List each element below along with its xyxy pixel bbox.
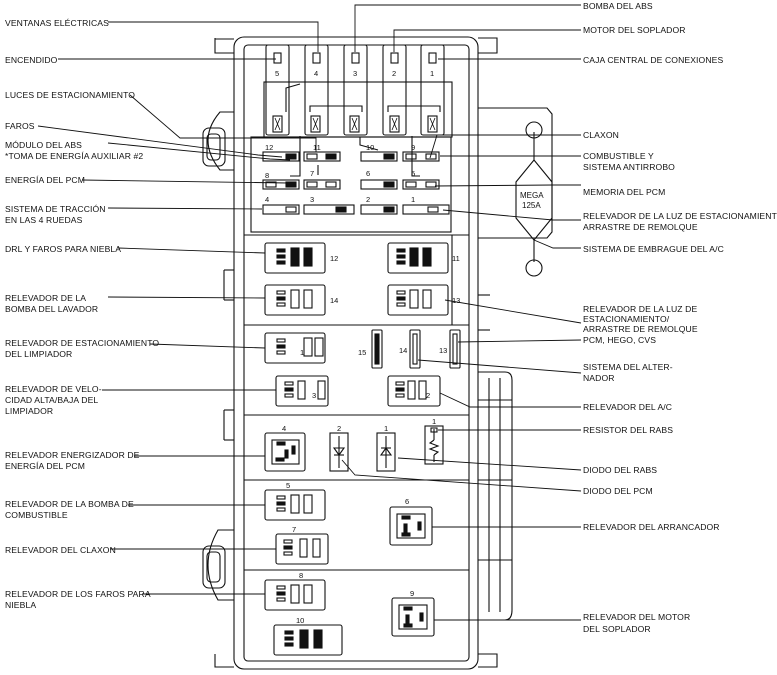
relay-number: 13 xyxy=(452,296,460,305)
relay-number: 3 xyxy=(312,391,316,400)
label-toma-energia: *TOMA DE ENERGÍA AUXILIAR #2 xyxy=(5,151,144,161)
part-number: 14 xyxy=(399,346,407,355)
mini-fuse-number: 7 xyxy=(310,169,314,178)
label-faros: FAROS xyxy=(5,121,35,131)
mini-fuse-number: 6 xyxy=(366,169,370,178)
maxi-fuse-number: 5 xyxy=(275,69,279,78)
mega-fuse-rating: 125A xyxy=(522,201,541,210)
label-faros-niebla: RELEVADOR DE LOS FAROS PARA xyxy=(5,589,151,599)
label-alternador: SISTEMA DEL ALTER- xyxy=(583,362,673,372)
mini-fuse-panel xyxy=(262,137,450,215)
maxi-fuse-number: 1 xyxy=(430,69,434,78)
label-luz-estacionamiento-b-2: ESTACIONAMIENTO/ xyxy=(583,314,670,324)
label-modulo-abs: MÓDULO DEL ABS xyxy=(5,140,83,150)
label-resistor-rabs: RESISTOR DEL RABS xyxy=(583,425,674,435)
maxi-fuse-number: 4 xyxy=(314,69,318,78)
label-velocidad: RELEVADOR DE VELO- xyxy=(5,384,102,394)
label-combustible: COMBUSTIBLE Y xyxy=(583,151,654,161)
relay-number: 1 xyxy=(300,348,304,357)
maxi-fuse-row xyxy=(265,44,445,150)
label-luces-estacionamiento: LUCES DE ESTACIONAMIENTO xyxy=(5,90,136,100)
mini-fuse-number: 3 xyxy=(310,195,314,204)
label-pcm-hego: PCM, HEGO, CVS xyxy=(583,335,657,345)
mini-fuse-number: 12 xyxy=(265,143,273,152)
maxi-fuse-number: 3 xyxy=(353,69,357,78)
label-luz-estacionamiento-a-2: ARRASTRE DE REMOLQUE xyxy=(583,222,698,232)
label-drl: DRL Y FAROS PARA NIEBLA xyxy=(5,244,122,254)
mini-fuse-number: 4 xyxy=(265,195,269,204)
label-est-limpiador-2: DEL LIMPIADOR xyxy=(5,349,73,359)
label-bomba-combustible-2: COMBUSTIBLE xyxy=(5,510,68,520)
label-velocidad-2: CIDAD ALTA/BAJA DEL xyxy=(5,395,99,405)
relay-number: 14 xyxy=(330,296,338,305)
label-bomba-combustible: RELEVADOR DE LA BOMBA DE xyxy=(5,499,134,509)
relay-number: 4 xyxy=(282,424,286,433)
label-memoria-pcm: MEMORIA DEL PCM xyxy=(583,187,666,197)
relay-number: 11 xyxy=(452,254,460,263)
relay-number: 8 xyxy=(299,571,303,580)
label-rel-claxon: RELEVADOR DEL CLAXON xyxy=(5,545,116,555)
label-embrague: SISTEMA DE EMBRAGUE DEL A/C xyxy=(583,244,724,254)
label-ventanas: VENTANAS ELÉCTRICAS xyxy=(5,18,109,28)
label-motor-soplador-rel: RELEVADOR DEL MOTOR xyxy=(583,612,691,622)
relay-number: 2 xyxy=(426,391,430,400)
relay-number: 10 xyxy=(296,616,304,625)
label-energia-pcm: ENERGÍA DEL PCM xyxy=(5,175,85,185)
relay-number: 7 xyxy=(292,525,296,534)
mini-fuse-number: 5 xyxy=(411,169,415,178)
label-antirrobo: SISTEMA ANTIRROBO xyxy=(583,162,675,172)
leader-lines-left xyxy=(37,21,319,595)
relay-number: 9 xyxy=(410,589,414,598)
label-motor-soplador: MOTOR DEL SOPLADOR xyxy=(583,25,686,35)
label-energizador-pcm-2: ENERGÍA DEL PCM xyxy=(5,461,85,471)
small-parts xyxy=(329,329,461,472)
label-luz-estacionamiento-a: RELEVADOR DE LA LUZ DE ESTACIONAMIENTO/ xyxy=(583,211,777,221)
part-number: 13 xyxy=(439,346,447,355)
label-diodo-rabs: DIODO DEL RABS xyxy=(583,465,658,475)
label-bomba-abs: BOMBA DEL ABS xyxy=(583,1,653,11)
label-encendido: ENCENDIDO xyxy=(5,55,58,65)
label-est-limpiador: RELEVADOR DE ESTACIONAMIENTO xyxy=(5,338,160,348)
label-claxon: CLAXON xyxy=(583,130,619,140)
label-traccion-2: EN LAS 4 RUEDAS xyxy=(5,215,83,225)
relay-number: 5 xyxy=(286,481,290,490)
label-diodo-pcm: DIODO DEL PCM xyxy=(583,486,653,496)
relay-number: 12 xyxy=(330,254,338,263)
part-number: 15 xyxy=(358,348,366,357)
label-luz-estacionamiento-b: RELEVADOR DE LA LUZ DE xyxy=(583,304,698,314)
relay-blocks xyxy=(264,242,449,656)
maxi-fuse-number: 2 xyxy=(392,69,396,78)
mini-fuse-number: 9 xyxy=(411,143,415,152)
leader-lines-right xyxy=(341,4,582,621)
label-velocidad-3: LIMPIADOR xyxy=(5,406,54,416)
mini-fuse-number: 10 xyxy=(366,143,374,152)
relay-number: 6 xyxy=(405,497,409,506)
label-caja-central: CAJA CENTRAL DE CONEXIONES xyxy=(583,55,724,65)
label-energizador-pcm: RELEVADOR ENERGIZADOR DE xyxy=(5,450,140,460)
part-number: 1 xyxy=(384,424,388,433)
label-arrancador: RELEVADOR DEL ARRANCADOR xyxy=(583,522,720,532)
label-motor-soplador-rel-2: DEL SOPLADOR xyxy=(583,624,651,634)
part-number: 2 xyxy=(337,424,341,433)
label-alternador-2: NADOR xyxy=(583,373,615,383)
mini-fuse-number: 1 xyxy=(411,195,415,204)
mini-fuse-number: 2 xyxy=(366,195,370,204)
label-bomba-lavador-2: BOMBA DEL LAVADOR xyxy=(5,304,99,314)
part-number: 1 xyxy=(432,417,436,426)
label-bomba-lavador: RELEVADOR DE LA xyxy=(5,293,87,303)
label-luz-estacionamiento-b-3: ARRASTRE DE REMOLQUE xyxy=(583,324,698,334)
component-numbers: 5 4 3 2 1 12 11 10 9 8 7 6 5 4 3 2 1 12 … xyxy=(265,69,544,625)
label-faros-niebla-2: NIEBLA xyxy=(5,600,37,610)
mini-fuse-number: 8 xyxy=(265,171,269,180)
label-traccion: SISTEMA DE TRACCIÓN xyxy=(5,204,106,214)
mega-fuse-label: MEGA xyxy=(520,191,544,200)
label-rel-ac: RELEVADOR DEL A/C xyxy=(583,402,673,412)
mini-fuse-number: 11 xyxy=(313,143,321,152)
